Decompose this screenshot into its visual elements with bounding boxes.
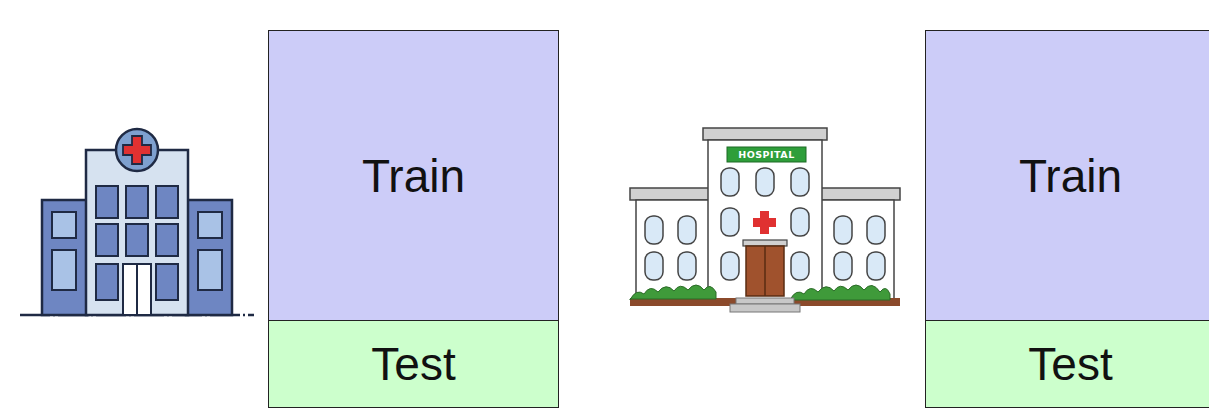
hospital-icon-part xyxy=(126,224,148,256)
hospital-icon xyxy=(20,129,254,315)
hospital-icon-part xyxy=(708,140,822,300)
hospital-icon-part xyxy=(198,250,222,290)
hospital-icon-part xyxy=(678,252,696,280)
hospital-icon-part xyxy=(721,208,739,236)
hospital-icon-part xyxy=(645,216,663,244)
split-label: Test xyxy=(371,337,455,391)
hospital-icon-part xyxy=(126,186,148,218)
hospital-icon-part xyxy=(42,200,88,315)
hospital-icon-part xyxy=(156,224,178,256)
hospital-icon-part xyxy=(791,208,809,236)
hospital-icon-part xyxy=(746,246,784,296)
hospital-icon-part xyxy=(156,186,178,218)
hospital-icon-part xyxy=(727,147,806,162)
hospital-icon-part xyxy=(630,285,716,300)
hospital-icon-part xyxy=(52,250,76,290)
hospital-icon xyxy=(630,128,900,312)
hospital-icon-part xyxy=(834,216,852,244)
split-label: Train xyxy=(362,149,465,203)
hospital-icon-part xyxy=(736,298,794,304)
hospital-icon-part xyxy=(52,212,76,238)
hospital-icon-part xyxy=(834,252,852,280)
split-label: Test xyxy=(1028,337,1112,391)
hospital-icon-part xyxy=(791,168,809,196)
hospital-icon-part xyxy=(721,252,739,280)
hospital-icon-part xyxy=(721,168,739,196)
hospital-icon-part xyxy=(820,188,900,200)
hospital-icon-part xyxy=(743,240,787,246)
hospital-icon-part xyxy=(96,224,118,256)
train-split-box: Train xyxy=(925,30,1209,322)
hospital-icon-part xyxy=(156,264,178,300)
hospital-icon-part xyxy=(116,129,158,171)
hospital-icon-part xyxy=(198,212,222,238)
hospital-icon-part xyxy=(764,246,766,296)
hospital-icon-part xyxy=(123,136,151,164)
train-split-box: Train xyxy=(268,30,559,322)
hospital-icon-part xyxy=(756,168,774,196)
hospital-icon-part xyxy=(86,150,188,315)
hospital-icon-part xyxy=(791,252,809,280)
hospital-icon-part xyxy=(136,264,138,315)
hospital-icon-part xyxy=(753,211,776,234)
hospital-icon-part xyxy=(123,264,151,315)
hospital-icon-part xyxy=(96,264,118,300)
hospital-icon-part xyxy=(867,216,885,244)
hospital-icon-part xyxy=(645,252,663,280)
test-split-box: Test xyxy=(268,320,559,408)
hospital-icon-part xyxy=(867,252,885,280)
hospital-icon-part xyxy=(96,186,118,218)
split-label: Train xyxy=(1019,149,1122,203)
hospital-icon-part xyxy=(703,128,827,140)
hospital-icon-part xyxy=(790,285,890,300)
hospital-icon-part xyxy=(636,200,710,300)
sign-text: HOSPITAL xyxy=(727,147,806,162)
hospital-icon-part xyxy=(730,304,800,312)
hospital-icon-part xyxy=(630,188,710,200)
test-split-box: Test xyxy=(925,320,1209,408)
hospital-icon-part xyxy=(186,200,232,315)
hospital-icon-part xyxy=(678,216,696,244)
